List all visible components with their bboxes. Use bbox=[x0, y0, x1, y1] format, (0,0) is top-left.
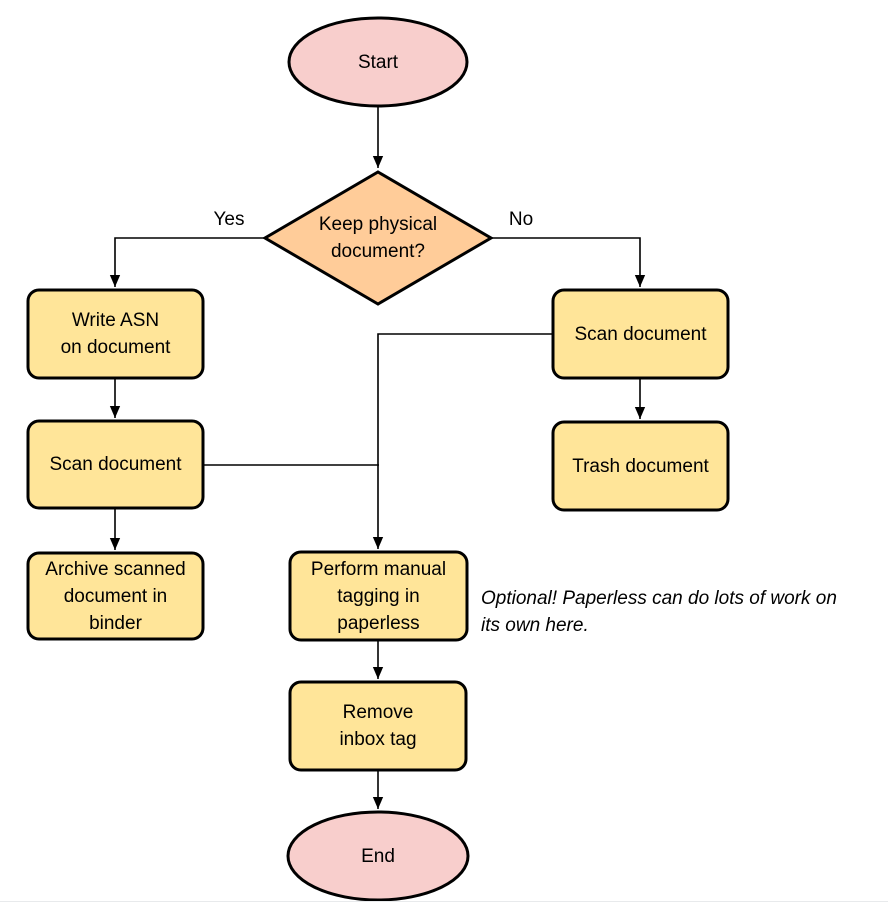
no-edge-label: No bbox=[508, 209, 534, 230]
scan-left-node-shape bbox=[26, 419, 205, 510]
edge-scan-right-to-tagging bbox=[372, 333, 553, 549]
canvas-bottom-border bbox=[0, 901, 888, 902]
trash-node-shape bbox=[551, 420, 730, 512]
end-node-shape bbox=[286, 810, 470, 902]
edge-decision-no-to-scan-right bbox=[490, 237, 646, 287]
archive-node-shape bbox=[26, 551, 205, 641]
remove-inbox-node-shape bbox=[288, 680, 468, 772]
start-node-shape bbox=[287, 16, 469, 108]
tagging-node-shape bbox=[288, 550, 469, 642]
edge-decision-yes-to-write-asn bbox=[109, 237, 266, 287]
write-asn-node-shape bbox=[26, 288, 205, 380]
scan-right-node-shape bbox=[551, 288, 730, 380]
decision-node-shape bbox=[262, 170, 494, 306]
yes-edge-label: Yes bbox=[213, 209, 245, 230]
optional-note: Optional! Paperless can do lots of work … bbox=[481, 588, 837, 636]
